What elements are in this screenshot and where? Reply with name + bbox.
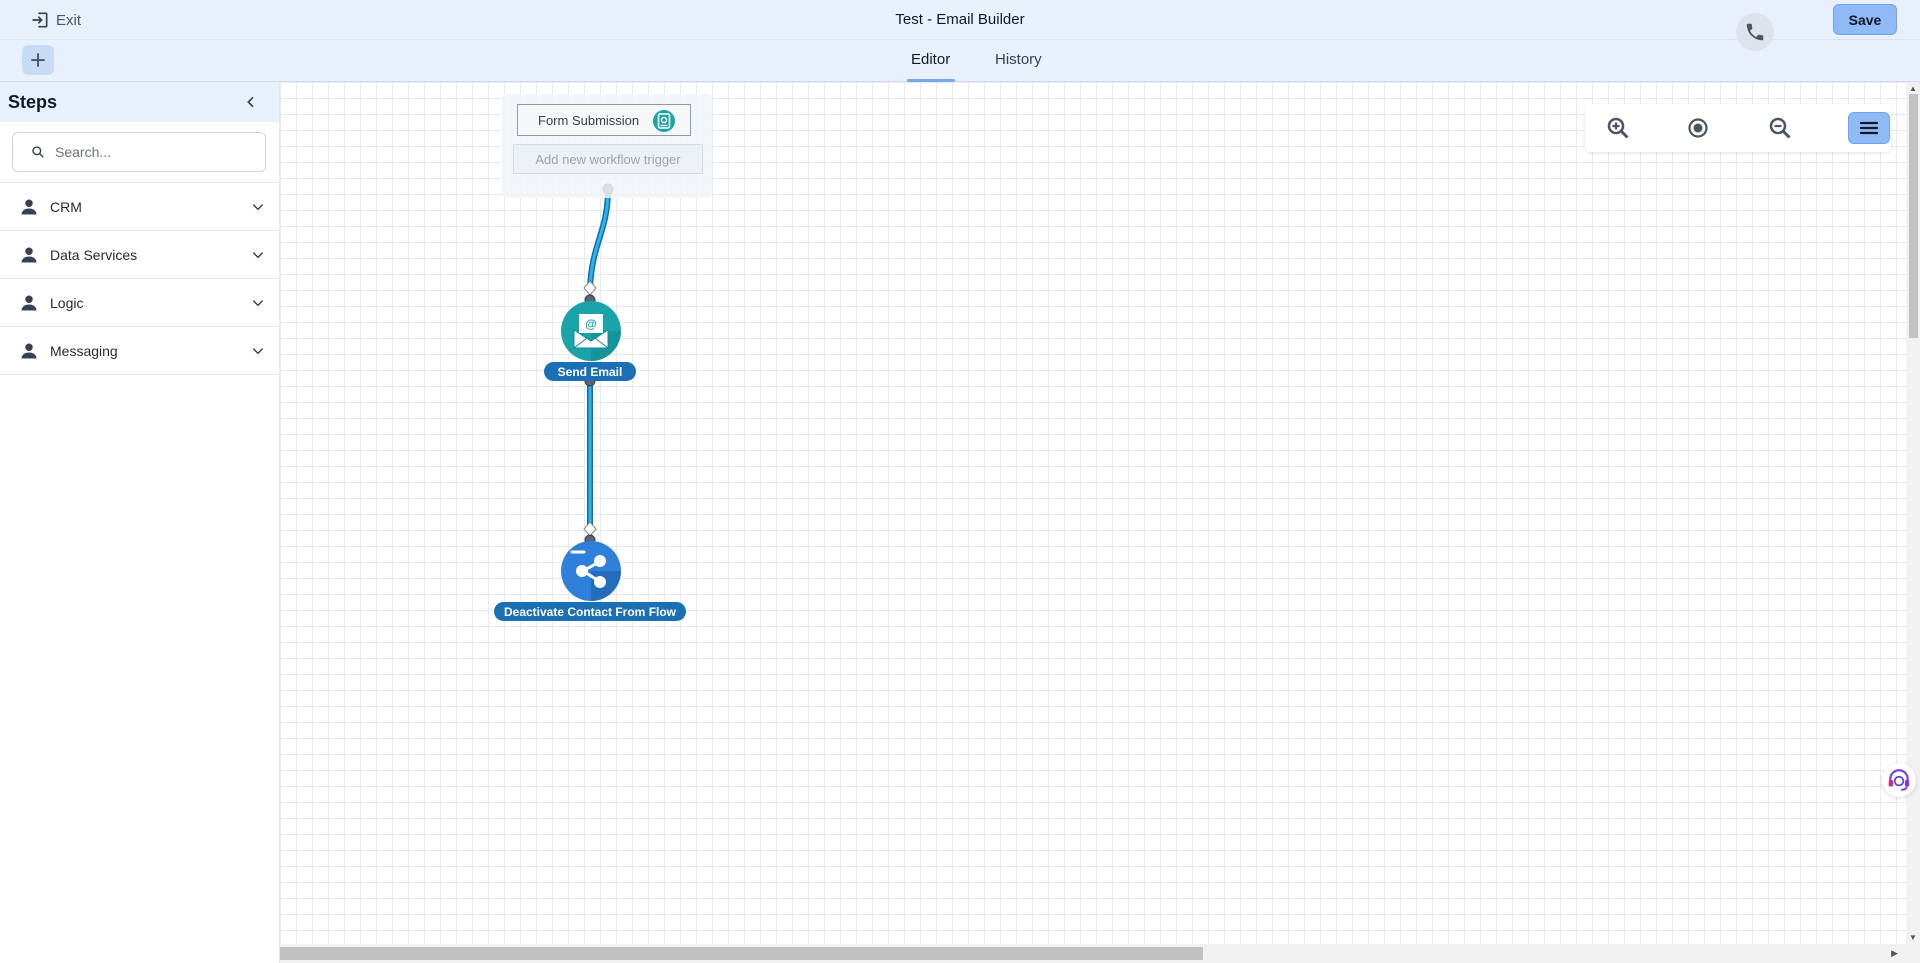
- connector-layer: [583, 183, 614, 546]
- scroll-down-arrow[interactable]: ▼: [1909, 933, 1917, 942]
- category-label: Data Services: [50, 246, 138, 263]
- search-box: [12, 132, 266, 172]
- trigger-form-submission[interactable]: Form Submission: [517, 104, 691, 136]
- tab-bar: Editor History: [0, 40, 1920, 82]
- send-email-label[interactable]: Send Email: [544, 362, 636, 381]
- send-email-node[interactable]: @: [560, 300, 622, 362]
- zoom-in-button[interactable]: [1601, 112, 1635, 144]
- category-data-services[interactable]: Data Services: [0, 231, 279, 279]
- horizontal-scrollbar[interactable]: ▶: [280, 944, 1920, 963]
- person-icon: [21, 295, 37, 310]
- vertical-scrollbar[interactable]: ▲ ▼: [1906, 82, 1920, 944]
- category-logic[interactable]: Logic: [0, 279, 279, 327]
- email-icon: @: [573, 314, 609, 349]
- zoom-reset-button[interactable]: [1681, 112, 1715, 144]
- person-icon: [21, 343, 37, 358]
- search-input[interactable]: [55, 144, 255, 160]
- support-chat-button[interactable]: [1882, 763, 1916, 797]
- exit-label: Exit: [56, 11, 82, 29]
- add-step-button[interactable]: [22, 45, 54, 75]
- chevron-down-icon: [252, 203, 264, 210]
- category-crm[interactable]: CRM: [0, 183, 279, 231]
- category-messaging[interactable]: Messaging: [0, 327, 279, 375]
- plus-icon: [31, 53, 45, 67]
- person-icon: [21, 199, 37, 214]
- zoom-in-icon: [1607, 117, 1629, 139]
- phone-button[interactable]: [1736, 13, 1774, 51]
- sidebar-title: Steps: [8, 92, 58, 112]
- zoom-toolbar: [1585, 104, 1891, 152]
- exit-icon: [32, 12, 48, 28]
- person-icon: [21, 247, 37, 262]
- chevron-left-icon[interactable]: [243, 94, 259, 110]
- search-icon: [32, 146, 44, 158]
- category-label: Messaging: [50, 342, 118, 359]
- deactivate-contact-node[interactable]: [560, 540, 622, 602]
- vertical-scroll-thumb[interactable]: [1909, 94, 1918, 338]
- menu-icon: [1859, 121, 1879, 135]
- category-list: CRM Data Services Logic: [0, 182, 279, 375]
- form-icon: [653, 110, 675, 132]
- top-bar: Exit Test - Email Builder Save: [0, 0, 1920, 40]
- horizontal-scroll-thumb[interactable]: [280, 947, 1203, 960]
- deactivate-contact-label[interactable]: Deactivate Contact From Flow: [494, 602, 686, 621]
- workflow-canvas[interactable]: Form Submission Add new workflow trigger…: [280, 82, 1906, 944]
- share-icon: [570, 550, 606, 588]
- page-title: Test - Email Builder: [895, 11, 1025, 28]
- connector-handle[interactable]: [583, 521, 597, 537]
- headset-icon: [1888, 769, 1910, 791]
- steps-sidebar: Steps CRM Data Services: [0, 82, 280, 963]
- trigger-label: Form Submission: [538, 112, 640, 128]
- chevron-down-icon: [252, 299, 264, 306]
- category-label: Logic: [50, 294, 84, 311]
- zoom-out-button[interactable]: [1763, 112, 1797, 144]
- tab-editor[interactable]: Editor: [911, 51, 951, 68]
- sidebar-header: Steps: [0, 82, 279, 122]
- chevron-down-icon: [252, 251, 264, 258]
- tab-history[interactable]: History: [995, 51, 1042, 68]
- active-tab-indicator: [907, 79, 955, 82]
- chevron-down-icon: [252, 347, 264, 354]
- exit-button[interactable]: Exit: [30, 9, 81, 31]
- zoom-out-icon: [1769, 117, 1791, 139]
- phone-icon: [1746, 23, 1764, 41]
- svg-text:@: @: [585, 317, 597, 331]
- add-workflow-trigger-button[interactable]: Add new workflow trigger: [513, 144, 703, 174]
- menu-button[interactable]: [1848, 112, 1890, 144]
- scroll-right-arrow[interactable]: ▶: [1891, 948, 1898, 958]
- save-button[interactable]: Save: [1833, 4, 1897, 35]
- scroll-up-arrow[interactable]: ▲: [1909, 84, 1917, 93]
- connector-handle[interactable]: [583, 280, 597, 296]
- target-icon: [1688, 118, 1708, 138]
- category-label: CRM: [50, 198, 82, 215]
